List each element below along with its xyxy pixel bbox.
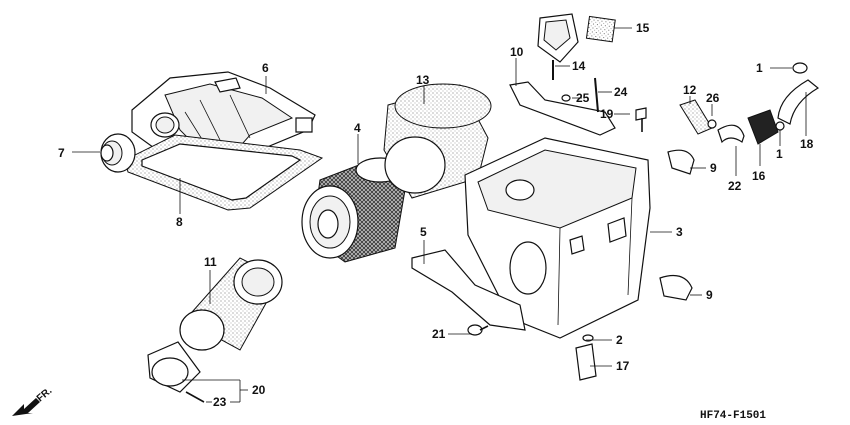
- callout-15: 15: [636, 21, 650, 35]
- leader-lines: [72, 27, 807, 403]
- callout-8: 8: [176, 215, 183, 229]
- callout-6: 6: [262, 61, 269, 75]
- callout-2: 2: [616, 333, 623, 347]
- callout-20: 20: [252, 383, 266, 397]
- callout-18: 18: [800, 137, 814, 151]
- case-strap: [509, 81, 616, 136]
- callout-11: 11: [204, 255, 217, 269]
- callout-10: 10: [510, 45, 524, 59]
- callout-19: 19: [600, 107, 614, 121]
- breather-parts: [537, 13, 647, 132]
- diagram-code: HF74-F1501: [700, 410, 766, 422]
- callout-16: 16: [752, 169, 766, 183]
- clamps: [659, 149, 695, 301]
- case-bracket: [411, 249, 526, 331]
- front-direction-arrow: FR.: [12, 385, 54, 416]
- foam-element: [383, 83, 492, 199]
- callout-22: 22: [728, 179, 742, 193]
- callout-26: 26: [706, 91, 720, 105]
- callout-1-upper: 1: [756, 61, 763, 75]
- callout-3: 3: [676, 225, 683, 239]
- air-cleaner-case: [464, 137, 651, 339]
- callout-9-upper: 9: [710, 161, 717, 175]
- callout-23: 23: [213, 395, 227, 409]
- callout-labels: 6 7 8 4 13 10 14 15 25 24 19 3 5 9 9 12 …: [58, 21, 814, 409]
- connecting-tube: [147, 257, 283, 393]
- callout-14: 14: [572, 59, 586, 73]
- callout-9-lower: 9: [706, 288, 713, 302]
- callout-4: 4: [354, 121, 361, 135]
- small-fasteners: [185, 324, 597, 403]
- callout-24: 24: [614, 85, 628, 99]
- callout-7: 7: [58, 146, 65, 160]
- callout-13: 13: [416, 73, 430, 87]
- callout-5: 5: [420, 225, 427, 239]
- drain-cap: [100, 133, 136, 173]
- callout-25: 25: [576, 91, 590, 105]
- callout-1-lower: 1: [776, 147, 783, 161]
- callout-21: 21: [432, 327, 446, 341]
- callout-17: 17: [616, 359, 630, 373]
- cover-gasket: [124, 134, 324, 211]
- callout-12: 12: [683, 83, 697, 97]
- drain-hose-parts: [679, 62, 820, 145]
